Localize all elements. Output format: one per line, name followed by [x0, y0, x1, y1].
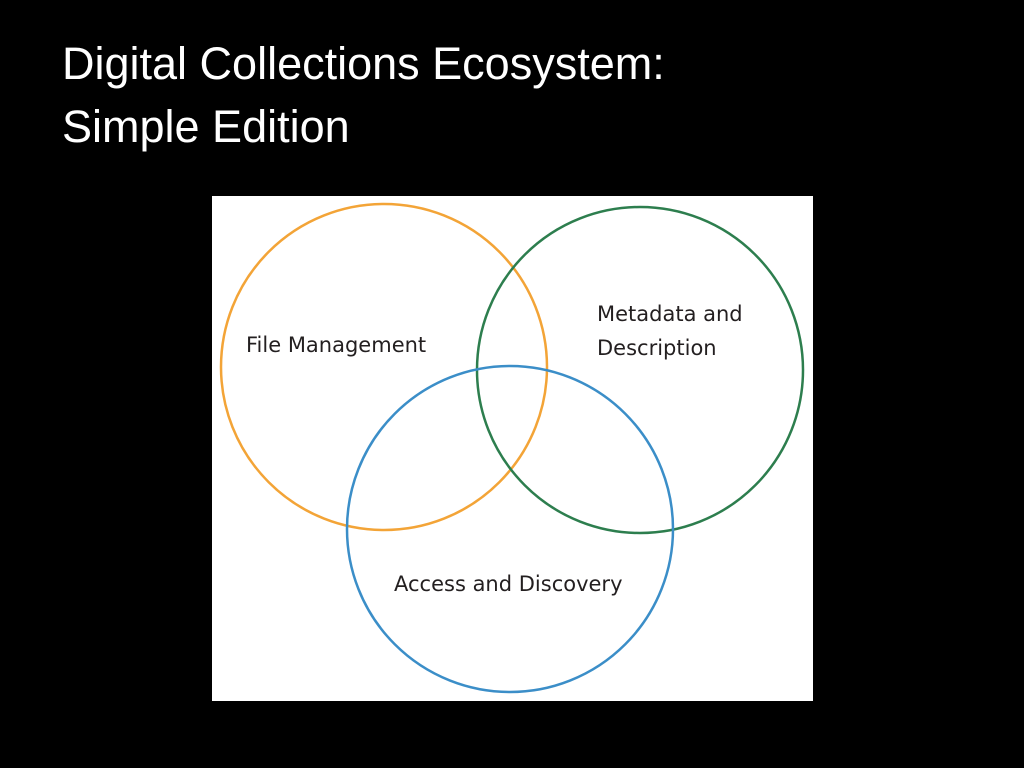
- metadata-description-label-line-1: Metadata and: [597, 302, 743, 326]
- slide-title-line-1: Digital Collections Ecosystem:: [62, 38, 665, 89]
- slide-title: Digital Collections Ecosystem: Simple Ed…: [62, 32, 962, 158]
- file-management-label: File Management: [246, 333, 426, 357]
- file-management-circle: [219, 202, 549, 532]
- venn-diagram-panel: File Management Metadata and Description…: [212, 196, 813, 701]
- access-discovery-circle: [345, 364, 675, 694]
- metadata-description-label-line-2: Description: [597, 336, 717, 360]
- venn-diagram: File Management Metadata and Description…: [219, 202, 805, 694]
- access-discovery-label: Access and Discovery: [394, 572, 623, 596]
- metadata-description-circle: [475, 205, 805, 535]
- slide-title-line-2: Simple Edition: [62, 101, 350, 152]
